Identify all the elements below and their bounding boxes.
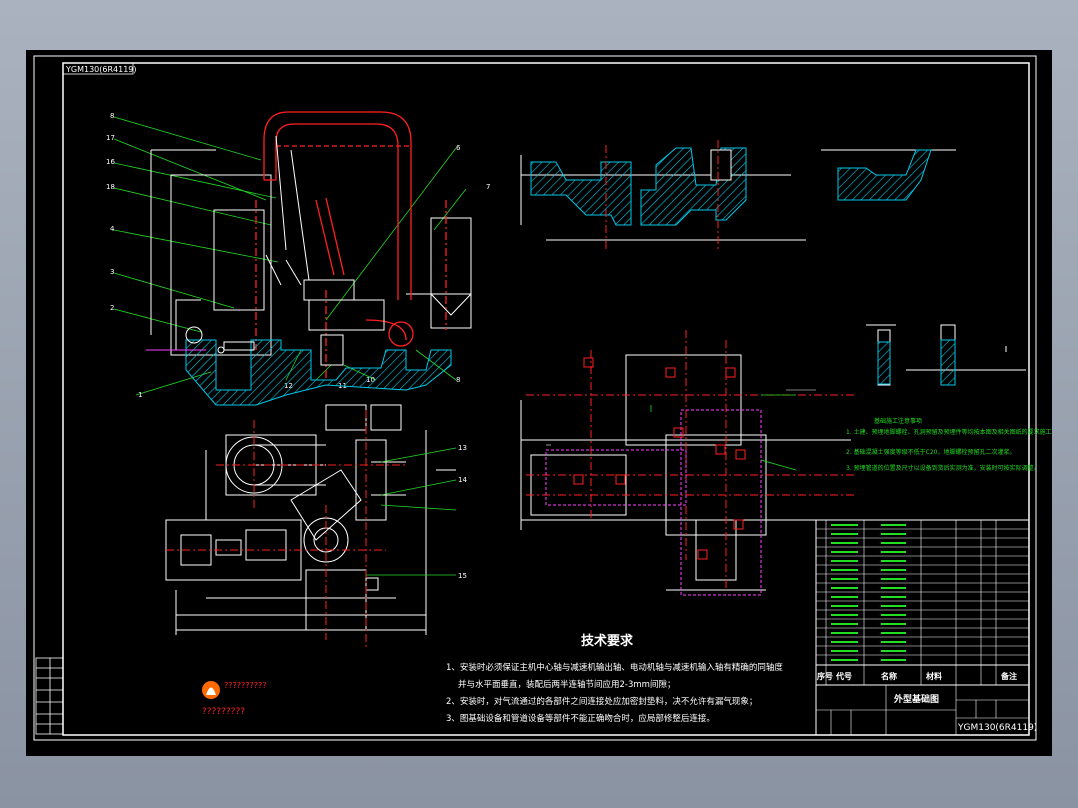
drawing-sheet: YGM130(6R4119) [26, 50, 1058, 756]
section-views [520, 140, 1026, 386]
callout-17: 17 [106, 134, 115, 142]
callout-18: 18 [106, 183, 115, 191]
elevation-view: 8 17 16 18 4 3 2 1 6 7 8 10 11 12 [106, 111, 490, 406]
tech-req-1: 1、安装时必须保证主机中心轴与减速机输出轴、电动机轴与减速机输入轴有精确的同轴度 [446, 662, 783, 673]
bom-col-material: 材料 [926, 671, 942, 681]
callout-2: 2 [110, 304, 114, 312]
drawing-number: YGM130(6R4119) [957, 723, 1037, 733]
callout-8b: 8 [456, 376, 460, 384]
tech-requirements-heading: 技术要求 [581, 633, 634, 649]
callout-8: 8 [110, 112, 114, 120]
bom-col-code: 代号 [835, 671, 852, 681]
callout-6: 6 [456, 144, 461, 152]
foundation-notes: 基础施工注意事项 1. 土建、预埋地脚螺栓、孔洞预留及预埋件等均按本图及相关图纸… [846, 417, 1058, 472]
logo-caption: ????????? [202, 707, 245, 717]
bom-col-remark: 备注 [1000, 671, 1017, 681]
bom-table: 序号 代号 名称 材料 备注 [815, 519, 1030, 686]
svg-text:基础施工注意事项: 基础施工注意事项 [874, 417, 922, 425]
callout-15: 15 [458, 572, 467, 580]
callout-13: 13 [458, 444, 467, 452]
left-side-table [35, 657, 64, 735]
callout-14: 14 [458, 476, 467, 484]
drawing-name: 外型基础图 [893, 693, 939, 705]
callout-4: 4 [110, 225, 115, 233]
svg-text:1. 土建、预埋地脚螺栓、孔洞预留及预埋件等均按本图及相关图: 1. 土建、预埋地脚螺栓、孔洞预留及预埋件等均按本图及相关图纸的要求施工。 [846, 428, 1052, 436]
tech-req-2: 2、安装时，对气流通过的各部件之间连接处应加密封垫料，决不允许有漏气现象； [446, 696, 757, 707]
svg-text:3. 预埋管道的位置及尺寸以设备到货后实测为准，安装时可按实: 3. 预埋管道的位置及尺寸以设备到货后实测为准，安装时可按实际调整。 [846, 464, 1040, 472]
svg-text:2. 基础混凝土强度等级不低于C20，地脚螺栓预留孔二次灌浆: 2. 基础混凝土强度等级不低于C20，地脚螺栓预留孔二次灌浆。 [846, 448, 1015, 456]
bom-col-name: 名称 [881, 671, 897, 681]
logo: ?????????? ????????? [202, 681, 266, 717]
cad-drawing: YGM130(6R4119) [33, 55, 1058, 741]
logo-text: ?????????? [224, 681, 266, 690]
title-block: 外型基础图 YGM130(6R4119) [815, 684, 1037, 736]
callout-1: 1 [138, 391, 142, 399]
callout-16: 16 [106, 158, 115, 166]
foundation-hatch [185, 339, 452, 406]
tech-requirements: 技术要求 1、安装时必须保证主机中心轴与减速机输出轴、电动机轴与减速机输入轴有精… [446, 633, 783, 724]
top-left-label: YGM130(6R4119) [65, 65, 137, 74]
inner-border [62, 62, 1030, 736]
callout-3: 3 [110, 268, 114, 276]
foundation-plan [520, 330, 856, 596]
tech-req-1b: 并与水平面垂直，装配后两半连轴节间应用2-3mm间隙； [458, 679, 675, 690]
plan-view: 13 14 15 [165, 404, 467, 650]
outer-border [33, 55, 1037, 741]
callout-7: 7 [486, 183, 490, 191]
tech-req-3: 3、图基础设备和管道设备等部件不能正确吻合时，应局部修整后连接。 [446, 713, 715, 724]
bom-col-no: 序号 [817, 671, 833, 681]
